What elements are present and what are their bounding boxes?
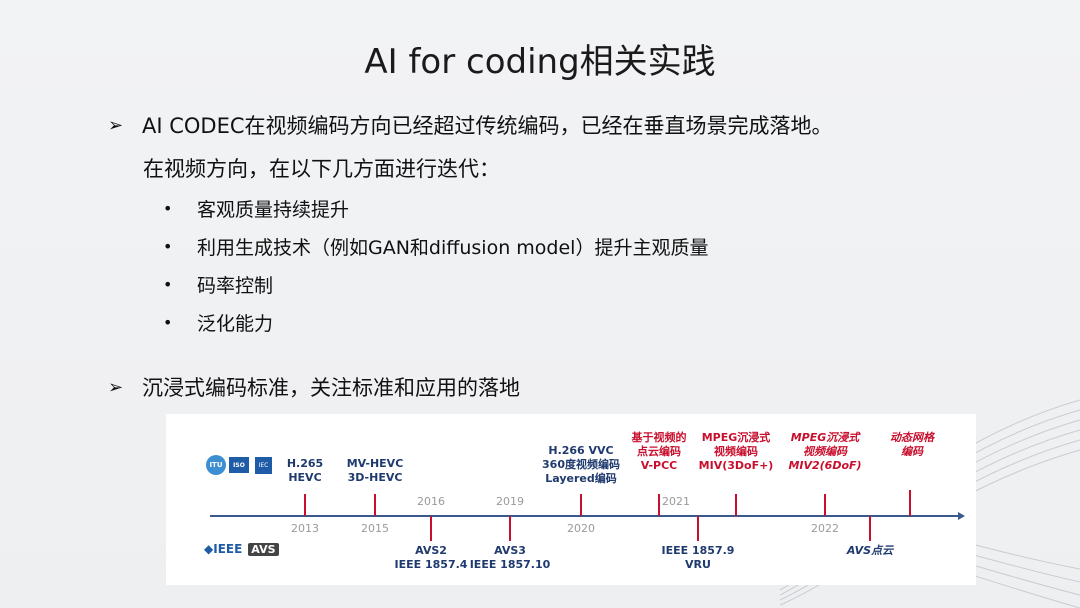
iso-logo-icon: ISO xyxy=(229,457,249,473)
slide-title: AI for coding相关实践 xyxy=(364,42,716,82)
event-avs-point-cloud: AVS点云 xyxy=(846,544,894,557)
point-text: 沉浸式编码标准，关注标准和应用的落地 xyxy=(142,376,520,400)
year-label: 2022 xyxy=(811,522,839,535)
year-label: 2021 xyxy=(662,495,690,508)
arrow-bullet-icon: ➢ xyxy=(108,114,124,136)
point-immersive: ➢ 沉浸式编码标准，关注标准和应用的落地 xyxy=(108,372,520,402)
bullet-item: • 泛化能力 xyxy=(163,309,273,336)
bullet-text: 码率控制 xyxy=(197,275,274,297)
year-label: 2015 xyxy=(361,522,389,535)
tick xyxy=(304,494,306,516)
tick xyxy=(580,494,582,516)
tick xyxy=(658,494,660,516)
logos-ieee-avs: ◆IEEE AVS xyxy=(204,542,279,556)
logos-itu-iso-iec: ITU ISO IEC xyxy=(206,455,272,475)
tick xyxy=(697,516,699,541)
tick xyxy=(869,516,871,541)
dot-icon: • xyxy=(163,275,173,294)
timeline-axis xyxy=(210,515,960,517)
tick xyxy=(735,494,737,516)
dot-icon: • xyxy=(163,237,173,256)
year-label: 2013 xyxy=(291,522,319,535)
event-dynamic-mesh: 动态网格编码 xyxy=(890,431,934,458)
tick xyxy=(374,494,376,516)
tick xyxy=(909,490,911,516)
ieee-logo-icon: ◆IEEE xyxy=(204,542,243,556)
subline: 在视频方向，在以下几方面进行迭代： xyxy=(143,157,500,181)
point-ai-codec: ➢ AI CODEC在视频编码方向已经超过传统编码，已经在垂直场景完成落地。 xyxy=(108,110,833,140)
bullet-text: 泛化能力 xyxy=(197,313,274,335)
bullet-item: • 利用生成技术（例如GAN和diffusion model）提升主观质量 xyxy=(163,233,708,260)
year-label: 2016 xyxy=(417,495,445,508)
iec-logo-icon: IEC xyxy=(255,456,272,474)
arrow-bullet-icon: ➢ xyxy=(108,376,124,398)
tick xyxy=(430,516,432,541)
point-text: AI CODEC在视频编码方向已经超过传统编码，已经在垂直场景完成落地。 xyxy=(142,114,833,138)
bullet-text: 客观质量持续提升 xyxy=(197,199,350,221)
year-label: 2020 xyxy=(567,522,595,535)
itu-logo-icon: ITU xyxy=(206,455,226,475)
bullet-text: 利用生成技术（例如GAN和diffusion model）提升主观质量 xyxy=(197,237,709,259)
dot-icon: • xyxy=(163,199,173,218)
tick xyxy=(509,516,511,541)
dot-icon: • xyxy=(163,313,173,332)
bullet-item: • 码率控制 xyxy=(163,271,273,298)
tick xyxy=(824,494,826,516)
bullet-item: • 客观质量持续提升 xyxy=(163,195,349,222)
avs-logo-icon: AVS xyxy=(248,542,279,556)
year-label: 2019 xyxy=(496,495,524,508)
axis-arrow-icon xyxy=(958,512,965,520)
